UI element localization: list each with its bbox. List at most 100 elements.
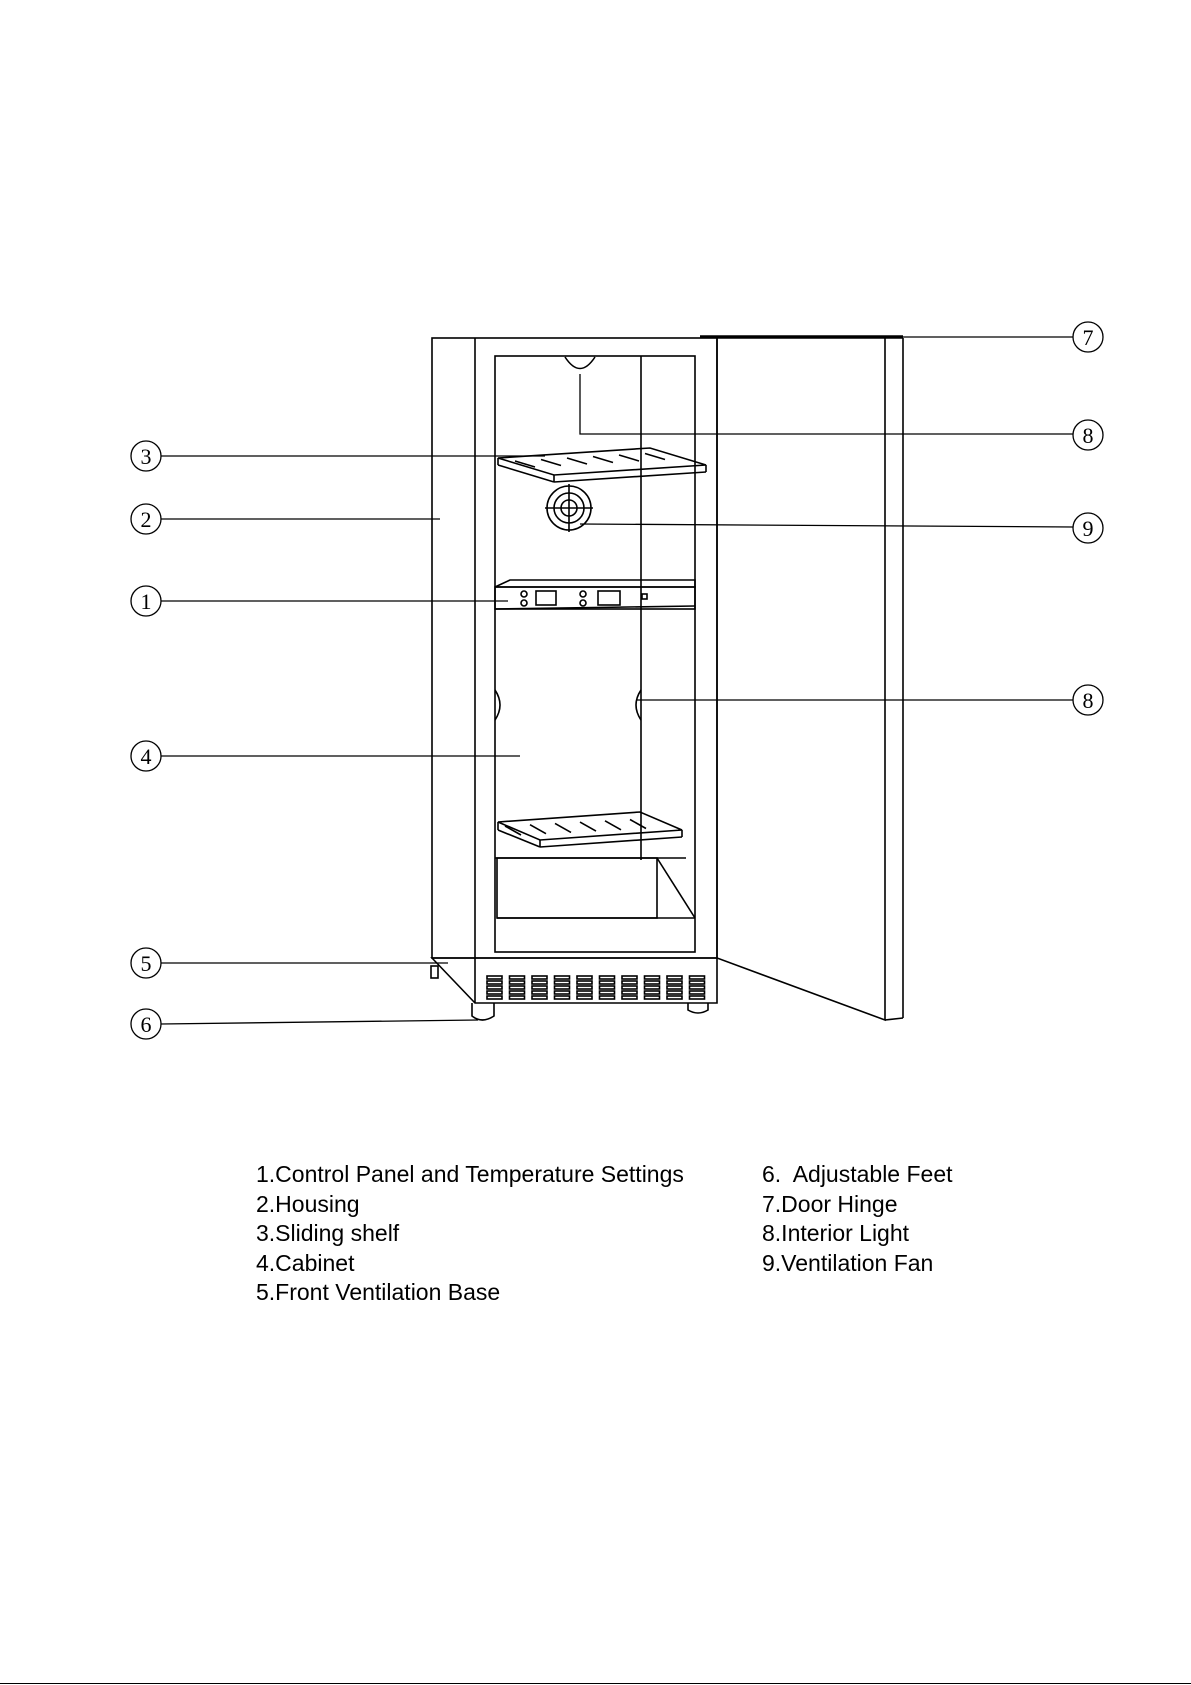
vent-slot xyxy=(600,981,615,984)
legend-item: 5.Front Ventilation Base xyxy=(256,1278,684,1308)
vent-slot xyxy=(645,991,660,994)
vent-slot xyxy=(577,981,592,984)
vent-slot xyxy=(577,976,592,979)
vent-slot xyxy=(510,976,525,979)
shelf-slat xyxy=(541,460,561,466)
vent-slot xyxy=(667,981,682,984)
legend-item: 8.Interior Light xyxy=(762,1219,953,1249)
callout-2: 2 xyxy=(131,504,161,534)
leader-lines xyxy=(161,337,1073,1024)
sliding-shelf-bottom xyxy=(498,812,682,847)
svg-text:8: 8 xyxy=(1083,423,1094,448)
legend-item: 4.Cabinet xyxy=(256,1249,684,1279)
svg-text:7: 7 xyxy=(1083,325,1094,350)
vent-slot xyxy=(532,986,547,989)
svg-text:5: 5 xyxy=(141,951,152,976)
sliding-shelf-top xyxy=(498,448,706,482)
vent-slot xyxy=(645,996,660,999)
vent-slot xyxy=(510,991,525,994)
vent-slot xyxy=(487,981,502,984)
callout-markers: 1 2 3 4 5 6 7 8 8 9 xyxy=(131,322,1103,1039)
vent-slot xyxy=(667,986,682,989)
control-panel xyxy=(495,580,695,609)
vent-slot xyxy=(577,991,592,994)
vent-slot xyxy=(600,991,615,994)
svg-text:8: 8 xyxy=(1083,688,1094,713)
leader-8a xyxy=(580,374,1073,434)
callout-8a: 8 xyxy=(1073,420,1103,450)
vent-slot xyxy=(555,991,570,994)
vent-slot xyxy=(532,976,547,979)
vent-slot xyxy=(600,996,615,999)
vent-slot xyxy=(577,986,592,989)
foot-right xyxy=(688,1003,708,1013)
svg-text:3: 3 xyxy=(141,444,152,469)
vent-slot xyxy=(600,986,615,989)
vent-slot xyxy=(532,981,547,984)
ventilation-fan xyxy=(545,484,593,532)
vent-slot xyxy=(667,991,682,994)
vent-slot xyxy=(487,991,502,994)
vent-slot xyxy=(645,976,660,979)
vent-slot xyxy=(532,996,547,999)
vent-slot xyxy=(622,986,637,989)
vent-slot xyxy=(510,996,525,999)
door xyxy=(700,336,903,1020)
front-ventilation-base xyxy=(431,958,717,1020)
vent-slot xyxy=(622,976,637,979)
vent-slot xyxy=(690,976,705,979)
vent-slot xyxy=(510,981,525,984)
shelf-slat xyxy=(593,457,613,463)
vent-slot xyxy=(532,991,547,994)
svg-text:9: 9 xyxy=(1083,516,1094,541)
vent-slot xyxy=(487,976,502,979)
shelf-slat xyxy=(645,454,665,460)
legend-item: 1.Control Panel and Temperature Settings xyxy=(256,1160,684,1190)
vent-slot xyxy=(510,986,525,989)
legend-item: 6. Adjustable Feet xyxy=(762,1160,953,1190)
vent-slot xyxy=(645,981,660,984)
vent-slot xyxy=(667,976,682,979)
callout-1: 1 xyxy=(131,586,161,616)
vent-slot xyxy=(645,986,660,989)
callout-5: 5 xyxy=(131,948,161,978)
shelf-slat xyxy=(580,822,596,831)
shelf-slat xyxy=(555,823,571,832)
shelf-slat xyxy=(605,821,621,830)
callout-3: 3 xyxy=(131,441,161,471)
vent-slot xyxy=(690,991,705,994)
vent-slot xyxy=(622,996,637,999)
vent-slot xyxy=(690,996,705,999)
vent-slot xyxy=(555,996,570,999)
callout-9: 9 xyxy=(1073,513,1103,543)
shelf-slat xyxy=(567,458,587,464)
vent-slot xyxy=(577,996,592,999)
vent-slot xyxy=(600,976,615,979)
callout-6: 6 xyxy=(131,1009,161,1039)
callout-4: 4 xyxy=(131,741,161,771)
vent-slot xyxy=(667,996,682,999)
legend-item: 3.Sliding shelf xyxy=(256,1219,684,1249)
svg-text:4: 4 xyxy=(141,744,152,769)
leader-9 xyxy=(580,524,1073,527)
vent-slot xyxy=(555,976,570,979)
legend-left: 1.Control Panel and Temperature Settings… xyxy=(256,1160,684,1308)
legend-item: 7.Door Hinge xyxy=(762,1190,953,1220)
vent-slot xyxy=(690,981,705,984)
interior-light-top xyxy=(565,357,595,369)
vent-slot xyxy=(622,991,637,994)
page-bottom-rule xyxy=(0,1683,1191,1684)
housing xyxy=(432,338,717,958)
legend-right: 6. Adjustable Feet 7.Door Hinge 8.Interi… xyxy=(762,1160,953,1278)
vent-slot xyxy=(690,986,705,989)
vent-slot xyxy=(555,986,570,989)
vent-slot xyxy=(487,996,502,999)
vent-slot xyxy=(487,986,502,989)
vent-slot xyxy=(555,981,570,984)
leader-6 xyxy=(161,1020,478,1024)
callout-8b: 8 xyxy=(1073,685,1103,715)
svg-text:1: 1 xyxy=(141,589,152,614)
legend-item: 9.Ventilation Fan xyxy=(762,1249,953,1279)
svg-text:2: 2 xyxy=(141,507,152,532)
